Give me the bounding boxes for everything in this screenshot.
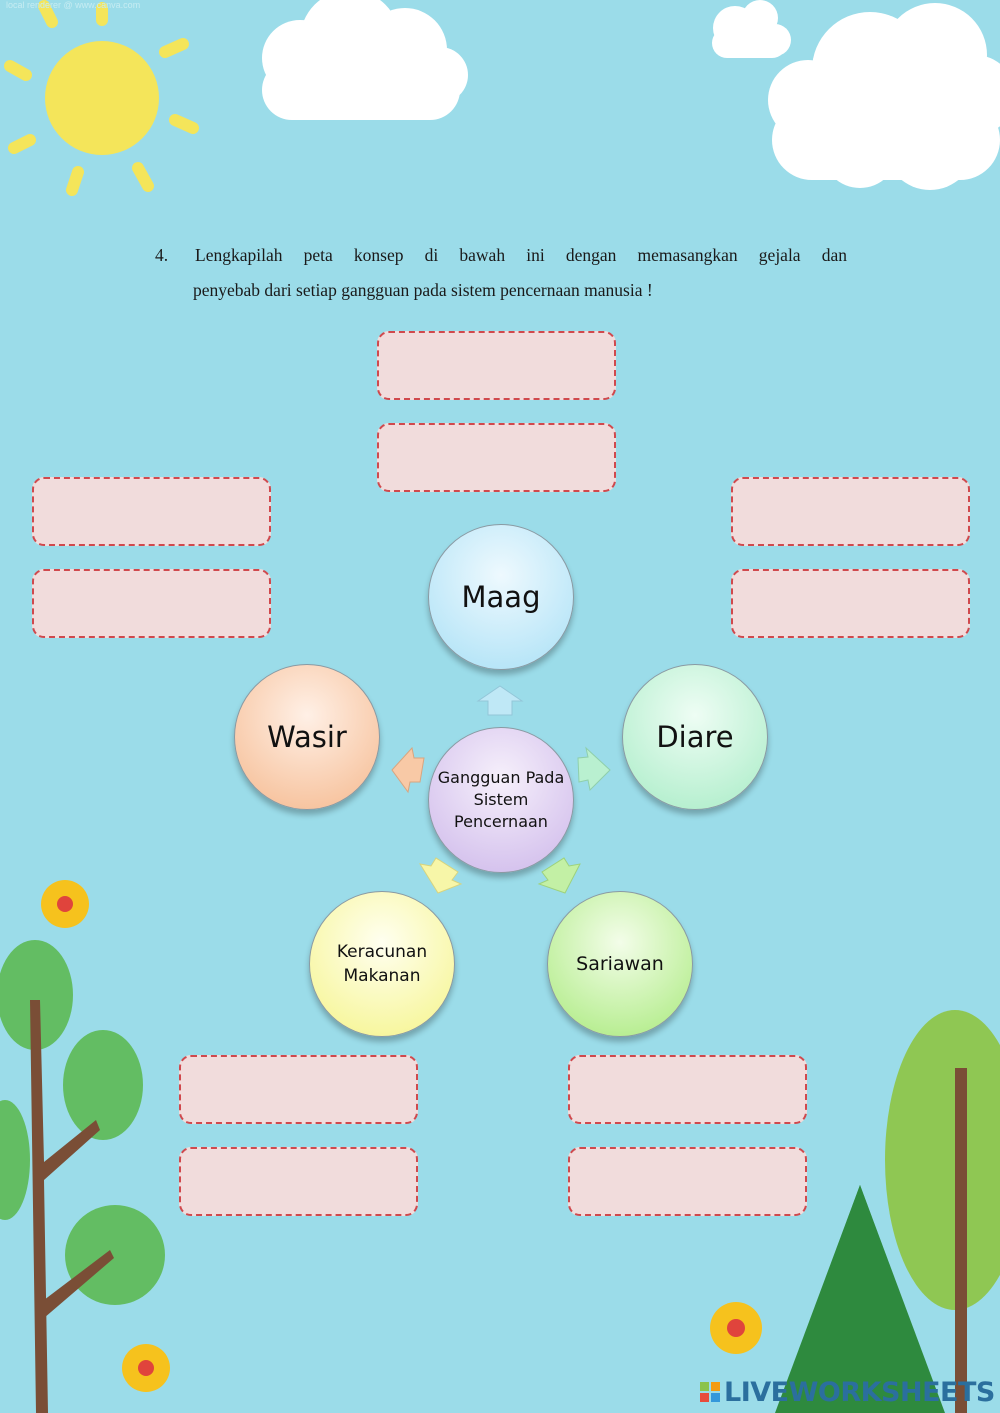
arrow-to-maag [476,685,524,716]
answer-box-keracunan-2[interactable] [179,1147,418,1216]
answer-box-wasir-2[interactable] [32,569,271,638]
answer-box-maag-2[interactable] [377,423,616,492]
node-sariawan-label: Sariawan [576,953,664,975]
node-wasir-label: Wasir [267,720,347,754]
tree-right [775,1010,1000,1413]
arrow-to-keracunan [418,857,463,894]
question-text-line-1: Lengkapilah peta konsep di bawah ini den… [195,245,847,265]
question-number: 4. [155,245,169,265]
answer-box-keracunan-1[interactable] [179,1055,418,1124]
answer-box-diare-1[interactable] [731,477,970,546]
node-wasir: Wasir [234,664,380,810]
answer-box-sariawan-1[interactable] [568,1055,807,1124]
question-text-line-2: penyebab dari setiap gangguan pada siste… [193,280,653,300]
watermark: local renderer @ www.canva.com [6,0,141,10]
answer-box-wasir-1[interactable] [32,477,271,546]
node-keracunan-makanan: Keracunan Makanan [309,891,455,1037]
flower-1 [41,880,89,928]
arrow-to-wasir [391,746,425,794]
answer-box-sariawan-2[interactable] [568,1147,807,1216]
node-sariawan: Sariawan [547,891,693,1037]
flower-3 [710,1302,762,1354]
cloud-left [262,0,468,120]
arrow-to-diare [577,746,611,792]
node-diare: Diare [622,664,768,810]
node-maag-label: Maag [461,580,541,614]
node-maag: Maag [428,524,574,670]
node-center: Gangguan Pada Sistem Pencernaan [428,727,574,873]
liveworksheets-logo: LIVEWORKSHEETS [724,1377,995,1408]
cloud-right [768,3,1000,190]
arrow-to-sariawan [537,857,581,894]
tree-left [0,940,165,1413]
flower-2 [122,1344,170,1392]
liveworksheets-logo-icon [700,1382,720,1402]
cloud-small [712,0,791,58]
answer-box-maag-1[interactable] [377,331,616,400]
sun-icon [4,0,199,196]
node-keracunan-label: Keracunan Makanan [336,942,428,986]
node-center-label: Gangguan Pada Sistem Pencernaan [437,768,565,831]
answer-box-diare-2[interactable] [731,569,970,638]
node-diare-label: Diare [656,720,734,754]
